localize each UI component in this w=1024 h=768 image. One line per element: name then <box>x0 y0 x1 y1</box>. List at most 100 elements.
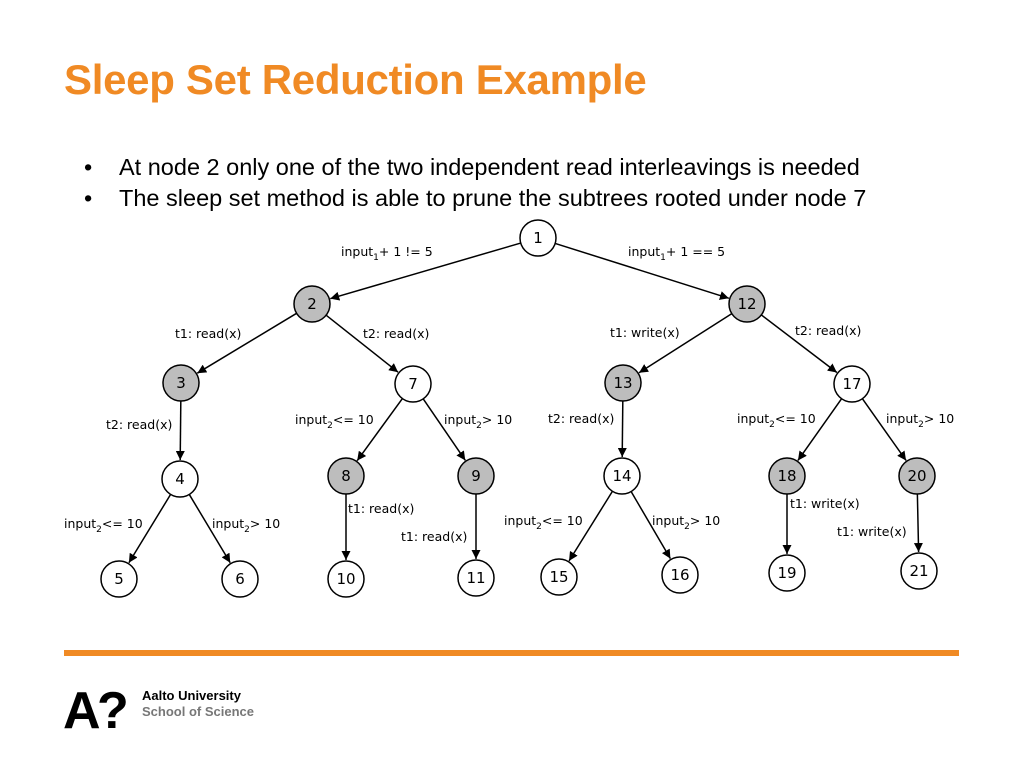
edge-14-16 <box>630 491 672 559</box>
tree-node-21: 21 <box>900 552 938 590</box>
edge-label-14-15: input2<= 10 <box>504 513 583 532</box>
node-label: 20 <box>907 467 926 485</box>
edge-17-18 <box>797 398 843 461</box>
edges-layer <box>128 242 923 564</box>
edge-3-4 <box>175 400 185 461</box>
node-label: 8 <box>341 467 351 485</box>
node-circle <box>833 365 871 403</box>
search-tree-diagram: input1+ 1 != 5 input1+ 1 == 5 t1: read(x) t… <box>64 219 954 598</box>
edge-12-17 <box>760 314 838 374</box>
edge-1-2 <box>330 242 521 301</box>
node-label: 13 <box>613 374 632 392</box>
node-label: 12 <box>737 295 756 313</box>
node-circle <box>327 560 365 598</box>
node-label: 1 <box>533 229 543 247</box>
edge-label-9-11: t1: read(x) <box>401 529 467 544</box>
node-circle <box>457 457 495 495</box>
bullet-dot: • <box>84 185 93 211</box>
tree-node-16: 16 <box>661 556 699 594</box>
node-circle <box>604 364 642 402</box>
node-circle <box>457 559 495 597</box>
node-label: 19 <box>777 564 796 582</box>
node-label: 17 <box>842 375 861 393</box>
edge-label-1-2: input1+ 1 != 5 <box>341 244 433 263</box>
node-label: 10 <box>336 570 355 588</box>
tree-node-11: 11 <box>457 559 495 597</box>
node-circle <box>519 219 557 257</box>
tree-node-1: 1 <box>519 219 557 257</box>
edge-13-14 <box>617 400 627 458</box>
footer-divider <box>64 650 959 656</box>
tree-node-6: 6 <box>221 560 259 598</box>
node-label: 4 <box>175 470 185 488</box>
tree-node-2: 2 <box>293 285 331 323</box>
edge-label-14-16: input2> 10 <box>652 513 720 532</box>
node-circle <box>221 560 259 598</box>
node-circle <box>162 364 200 402</box>
node-label: 11 <box>466 569 485 587</box>
aalto-logo-letter: A <box>63 686 101 732</box>
node-label: 7 <box>408 375 418 393</box>
node-circle <box>768 457 806 495</box>
tree-node-7: 7 <box>394 365 432 403</box>
node-circle <box>898 457 936 495</box>
node-circle <box>394 365 432 403</box>
tree-node-19: 19 <box>768 554 806 592</box>
edge-14-15 <box>568 490 614 562</box>
tree-node-4: 4 <box>161 460 199 498</box>
edge-label-12-17: t2: read(x) <box>795 323 861 338</box>
bullet-dot: • <box>84 154 93 180</box>
tree-node-18: 18 <box>768 457 806 495</box>
node-circle <box>540 558 578 596</box>
university-name: Aalto University <box>142 688 241 703</box>
node-circle <box>100 560 138 598</box>
edge-label-8-10: t1: read(x) <box>348 501 414 516</box>
edge-4-6 <box>188 494 231 564</box>
edge-label-2-7: t2: read(x) <box>363 326 429 341</box>
node-label: 6 <box>235 570 245 588</box>
edge-7-9 <box>422 398 466 461</box>
aalto-logo-question: ? <box>97 686 129 732</box>
bullet-text: At node 2 only one of the two independen… <box>119 154 860 180</box>
tree-node-14: 14 <box>603 457 641 495</box>
edge-label-20-21: t1: write(x) <box>837 524 907 539</box>
node-label: 5 <box>114 570 124 588</box>
node-circle <box>603 457 641 495</box>
edge-label-1-12: input1+ 1 == 5 <box>628 244 725 263</box>
node-label: 15 <box>549 568 568 586</box>
aalto-logo-icon: A ? <box>63 686 129 732</box>
school-name: School of Science <box>142 704 254 719</box>
edge-label-2-3: t1: read(x) <box>175 326 241 341</box>
edge-label-3-4: t2: read(x) <box>106 417 172 432</box>
node-circle <box>900 552 938 590</box>
tree-node-10: 10 <box>327 560 365 598</box>
edge-label-7-8: input2<= 10 <box>295 412 374 431</box>
node-label: 18 <box>777 467 796 485</box>
tree-node-3: 3 <box>162 364 200 402</box>
node-circle <box>293 285 331 323</box>
edge-label-7-9: input2> 10 <box>444 412 512 431</box>
tree-node-8: 8 <box>327 457 365 495</box>
edge-12-13 <box>638 313 733 374</box>
edge-label-18-19: t1: write(x) <box>790 496 860 511</box>
node-label: 21 <box>909 562 928 580</box>
node-circle <box>161 460 199 498</box>
bullet-item: • At node 2 only one of the two independ… <box>84 152 866 183</box>
node-label: 14 <box>612 467 631 485</box>
node-label: 16 <box>670 566 689 584</box>
node-label: 9 <box>471 467 481 485</box>
edge-labels-layer: input1+ 1 != 5 input1+ 1 == 5 t1: read(x) t… <box>64 244 954 544</box>
edge-label-17-20: input2> 10 <box>886 411 954 430</box>
edge-2-3 <box>196 312 297 374</box>
edge-4-5 <box>128 493 172 564</box>
edge-label-13-14: t2: read(x) <box>548 411 614 426</box>
bullet-text: The sleep set method is able to prune th… <box>119 185 867 211</box>
edge-label-12-13: t1: write(x) <box>610 325 680 340</box>
node-label: 3 <box>176 374 186 392</box>
tree-node-9: 9 <box>457 457 495 495</box>
tree-node-20: 20 <box>898 457 936 495</box>
edge-1-12 <box>554 242 730 300</box>
node-label: 2 <box>307 295 317 313</box>
node-circle <box>728 285 766 323</box>
